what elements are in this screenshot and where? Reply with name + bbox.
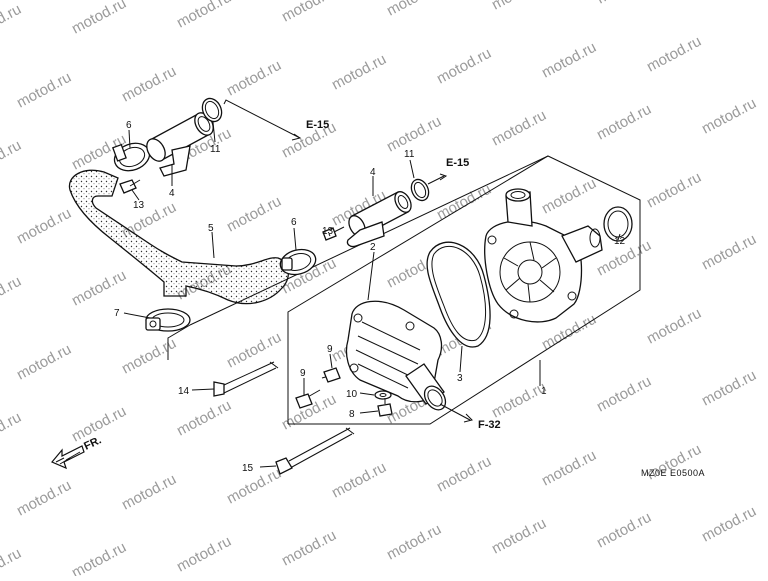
watermark-text: motod.ru	[329, 51, 389, 94]
watermark-text: motod.ru	[384, 521, 444, 564]
callout-11-top: 11	[210, 144, 221, 155]
watermark-text: motod.ru	[539, 175, 599, 218]
hose-clamp-top	[112, 142, 151, 172]
watermark-text: motod.ru	[539, 447, 599, 490]
watermark-text: motod.ru	[0, 273, 24, 316]
callout-11-middle: 11	[404, 149, 415, 160]
watermark-text: motod.ru	[594, 0, 654, 8]
ref-f32: F-32	[478, 419, 501, 431]
bolt-8	[377, 398, 393, 417]
watermark-text: motod.ru	[0, 1, 24, 44]
watermark-text: motod.ru	[119, 471, 179, 514]
watermark-text: motod.ru	[224, 465, 284, 508]
watermark-text: motod.ru	[594, 373, 654, 416]
watermark-text: motod.ru	[174, 0, 234, 32]
o-ring-top	[201, 97, 223, 123]
callout-labels: 1 2 3 4 4 5 6 6 7 8 9 9 10 11 11 12 13 1…	[114, 120, 626, 474]
washer-10	[374, 390, 392, 400]
watermark-text: motod.ru	[69, 0, 129, 38]
watermark-text: motod.ru	[119, 335, 179, 378]
watermark-text: motod.ru	[644, 33, 704, 76]
watermark-text: motod.ru	[384, 0, 444, 20]
watermark-text: motod.ru	[14, 341, 74, 384]
hose-clamp-middle	[279, 248, 317, 276]
watermark-text: motod.ru	[0, 409, 24, 452]
watermark-text: motod.ru	[434, 181, 494, 224]
watermark-text: motod.ru	[699, 231, 759, 274]
callout-13-top: 13	[133, 200, 145, 211]
ref-e15-middle: E-15	[446, 157, 469, 169]
callout-6-middle: 6	[291, 217, 297, 228]
o-ring-middle	[410, 178, 430, 202]
bolt-13-middle	[322, 226, 345, 241]
watermark-text: motod.ru	[594, 101, 654, 144]
watermark-text: motod.ru	[434, 45, 494, 88]
water-pump-body	[484, 188, 603, 323]
watermark-text: motod.ru	[279, 0, 339, 26]
callout-5: 5	[208, 223, 214, 234]
watermark-text: motod.ru	[644, 305, 704, 348]
front-arrow-icon	[51, 445, 85, 470]
watermark-text: motod.ru	[174, 533, 234, 576]
watermark-text: motod.ru	[594, 509, 654, 552]
watermark-text: motod.ru	[489, 0, 549, 14]
watermark-text: motod.ru	[699, 95, 759, 138]
watermark-text: motod.ru	[69, 539, 129, 576]
callout-3: 3	[457, 373, 463, 384]
callout-14: 14	[178, 386, 190, 397]
bolt-13-top	[119, 179, 141, 194]
bolt-15	[275, 427, 355, 475]
watermark-text: motod.ru	[644, 169, 704, 212]
water-pipe-top	[146, 112, 214, 177]
watermark-text: motod.ru	[279, 527, 339, 570]
watermark-text: motod.ru	[699, 0, 759, 2]
watermark-text: motod.ru	[174, 397, 234, 440]
watermark-text: motod.ru	[489, 515, 549, 558]
pump-cover-gasket	[426, 241, 491, 348]
watermark-text: motod.ru	[224, 193, 284, 236]
hose-clamp-7	[145, 308, 191, 332]
watermark-text: motod.ru	[0, 545, 24, 576]
reference-labels: E-15 E-15 F-32	[306, 119, 501, 431]
callout-10: 10	[346, 389, 358, 400]
leader-lines	[123, 99, 621, 468]
bolt-14	[213, 361, 279, 397]
callout-6-top: 6	[126, 120, 132, 131]
watermark-text: motod.ru	[14, 69, 74, 112]
watermark-text: motod.ru	[699, 367, 759, 410]
callout-4-middle: 4	[370, 167, 376, 178]
water-pump-cover	[345, 300, 447, 411]
ref-e15-top: E-15	[306, 119, 329, 131]
watermark-text: motod.ru	[224, 329, 284, 372]
watermark-text: motod.ru	[224, 57, 284, 100]
callout-9-upper: 9	[327, 344, 333, 355]
callout-2: 2	[370, 242, 376, 253]
diagram-code: MZ0E E0500A	[641, 468, 705, 478]
watermark-text: motod.ru	[14, 477, 74, 520]
watermark-text: motod.ru	[329, 459, 389, 502]
callout-15: 15	[242, 463, 254, 474]
callout-4-top: 4	[169, 188, 175, 199]
callout-9-lower: 9	[300, 368, 306, 379]
callout-8: 8	[349, 409, 355, 420]
watermark-text: motod.ru	[69, 267, 129, 310]
watermark-text: motod.ru	[699, 503, 759, 546]
o-ring-12	[603, 206, 633, 242]
watermark-text: motod.ru	[434, 453, 494, 496]
bolt-9-a	[321, 367, 341, 383]
callout-13-middle: 13	[322, 226, 334, 237]
watermark-text: motod.ru	[489, 107, 549, 150]
watermark-text: motod.ru	[119, 63, 179, 106]
water-pipe-middle	[346, 191, 412, 248]
callout-7: 7	[114, 308, 120, 319]
watermark-text: motod.ru	[14, 205, 74, 248]
callout-12: 12	[614, 236, 626, 247]
callout-1: 1	[541, 386, 547, 397]
watermark-text: motod.ru	[539, 39, 599, 82]
watermark-text: motod.ru	[0, 137, 24, 180]
